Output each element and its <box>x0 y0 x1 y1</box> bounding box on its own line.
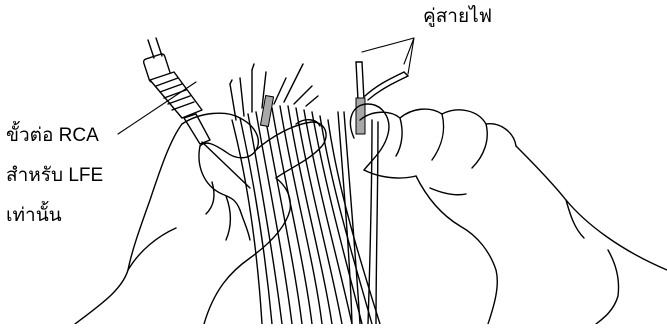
rca-label-line2: สำหรับ LFE <box>6 166 103 185</box>
left-hand <box>75 113 326 324</box>
right-hand <box>350 104 667 324</box>
rca-label-line3: เท่านั้น <box>6 206 62 225</box>
rca-label-line1: ขั้วต่อ RCA <box>6 126 99 145</box>
wire-pair-right <box>338 62 408 324</box>
pair-leader-line <box>362 38 414 74</box>
wire-pair-label: คู่สายไฟ <box>423 7 492 26</box>
rca-connector <box>143 38 250 188</box>
